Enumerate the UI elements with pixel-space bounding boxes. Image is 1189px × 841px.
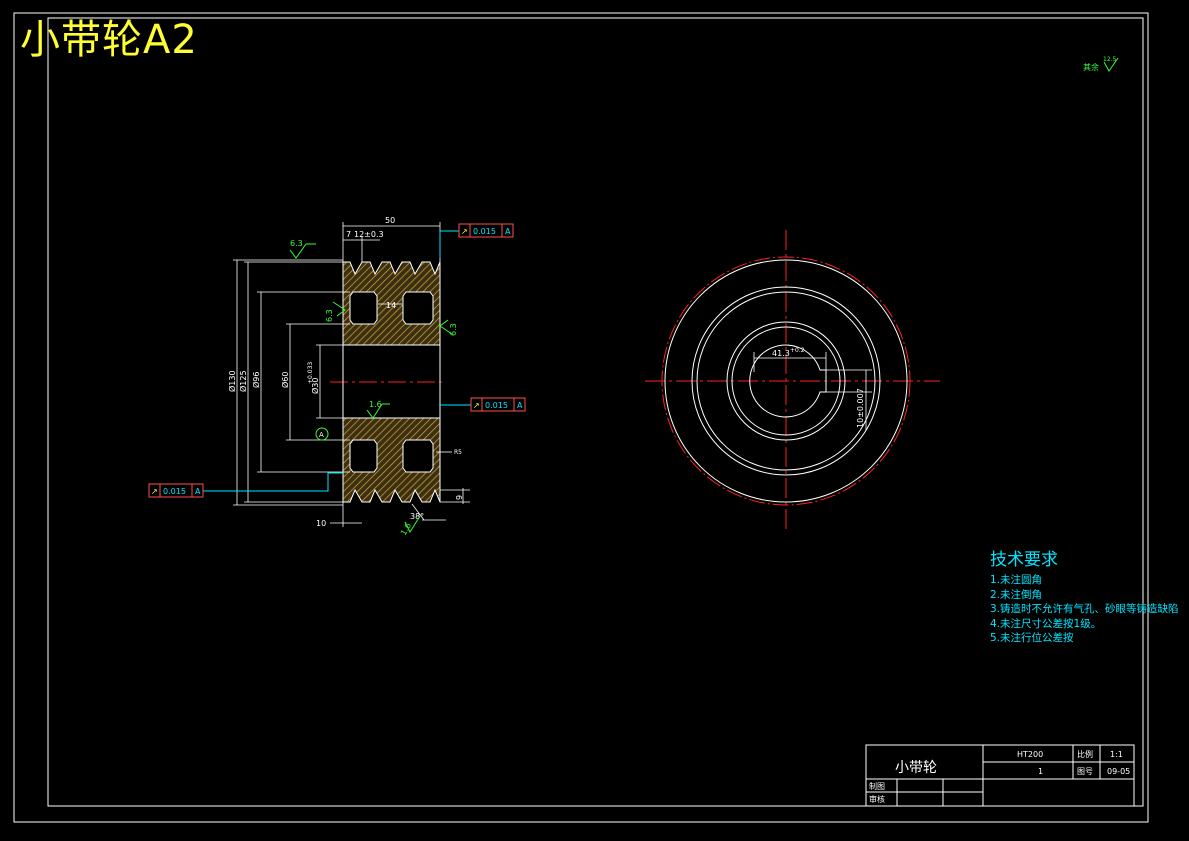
dim-keyway-width: 10±0.007 <box>856 388 865 428</box>
dim-bore-diameter: Ø30 <box>310 378 320 394</box>
tolerance-frame-mid: ↗ 0.015 A <box>440 397 526 412</box>
tol-value: 0.015 <box>473 227 496 236</box>
tech-req-item: 2.未注倒角 <box>990 588 1043 601</box>
tol-datum: A <box>517 401 523 410</box>
drawing-no-label: 图号 <box>1077 767 1093 776</box>
dim-groove-angle: 38° <box>410 512 424 521</box>
roughness-right: 6.3 <box>449 323 458 336</box>
dim-keyway-depth: 41.3 <box>772 349 790 358</box>
tol-symbol: ↗ <box>473 401 480 410</box>
dim-web-gap: 14 <box>386 301 396 310</box>
tolerance-frame-top: ↗ 0.015 A <box>439 223 514 258</box>
roughness-bore: 1.6 <box>369 400 382 409</box>
tech-req-item: 1.未注圆角 <box>990 574 1043 586</box>
inner-frame <box>47 17 1144 807</box>
tech-req-item: 5.未注行位公差按 <box>990 632 1074 644</box>
general-finish-value: 12.5 <box>1103 56 1117 63</box>
title-block <box>865 744 1135 807</box>
datum-label: A <box>319 431 324 439</box>
drawing-title: 小带轮A2 <box>20 17 198 63</box>
scale-label: 比例 <box>1077 749 1093 759</box>
drawing-no: 09-05 <box>1107 767 1130 776</box>
tol-value: 0.015 <box>163 487 186 496</box>
dim-groove-spacing: 12±0.3 <box>354 230 384 239</box>
dim-hub-diameter: Ø60 <box>280 372 290 388</box>
tol-datum: A <box>505 227 511 236</box>
roughness-groove: 1.6 <box>399 521 413 537</box>
quantity: 1 <box>1038 767 1043 776</box>
dim-rim-inner-diameter: Ø96 <box>251 372 261 388</box>
checked-by-label: 审核 <box>869 794 885 804</box>
bottom-section-hatch <box>342 417 441 503</box>
dim-bore-tolerance: +0.033 <box>307 362 314 384</box>
roughness-inner-left: 6.3 <box>325 309 334 322</box>
tol-symbol: ↗ <box>151 487 158 496</box>
dim-edge-width: 10 <box>316 519 326 528</box>
tol-value: 0.015 <box>485 401 508 410</box>
dim-keyway-tol: +0.2 <box>790 347 805 354</box>
tolerance-frame-left: ↗ 0.015 A <box>148 472 343 498</box>
tech-req-item: 4.未注尺寸公差按1级。 <box>990 617 1102 630</box>
tech-req-title: 技术要求 <box>990 550 1058 570</box>
dim-overall-width: 50 <box>385 216 395 225</box>
datum-circle <box>315 427 329 441</box>
tol-datum: A <box>195 487 201 496</box>
roughness-top: 6.3 <box>290 239 303 248</box>
front-view: 41.3 +0.2 10±0.007 <box>645 230 940 530</box>
material: HT200 <box>1017 750 1043 759</box>
tol-symbol: ↗ <box>461 227 468 236</box>
scale-value: 1:1 <box>1110 750 1123 759</box>
dim-pitch-diameter: Ø125 <box>238 370 248 392</box>
outer-frame <box>13 12 1149 823</box>
drawn-by-label: 制图 <box>869 781 885 791</box>
tech-req-item: 3.铸造时不允许有气孔、砂眼等铸造缺陷 <box>990 603 1179 615</box>
dim-outer-diameter: Ø130 <box>227 370 237 392</box>
dim-radius: R5 <box>454 449 462 456</box>
section-view: Ø130 Ø125 Ø96 Ø60 Ø30 +0.033 50 7 12±0.3… <box>148 216 526 537</box>
part-name: 小带轮 <box>895 760 937 776</box>
technical-requirements: 技术要求 1.未注圆角 2.未注倒角 3.铸造时不允许有气孔、砂眼等铸造缺陷 4… <box>990 545 1179 646</box>
dim-groove-pitch: 7 <box>346 230 351 239</box>
bore-with-keyway <box>749 344 827 418</box>
dim-groove-depth: 9 <box>455 495 464 500</box>
general-roughness: 其余 12.5 <box>1083 56 1119 72</box>
general-finish-label: 其余 <box>1083 62 1099 72</box>
